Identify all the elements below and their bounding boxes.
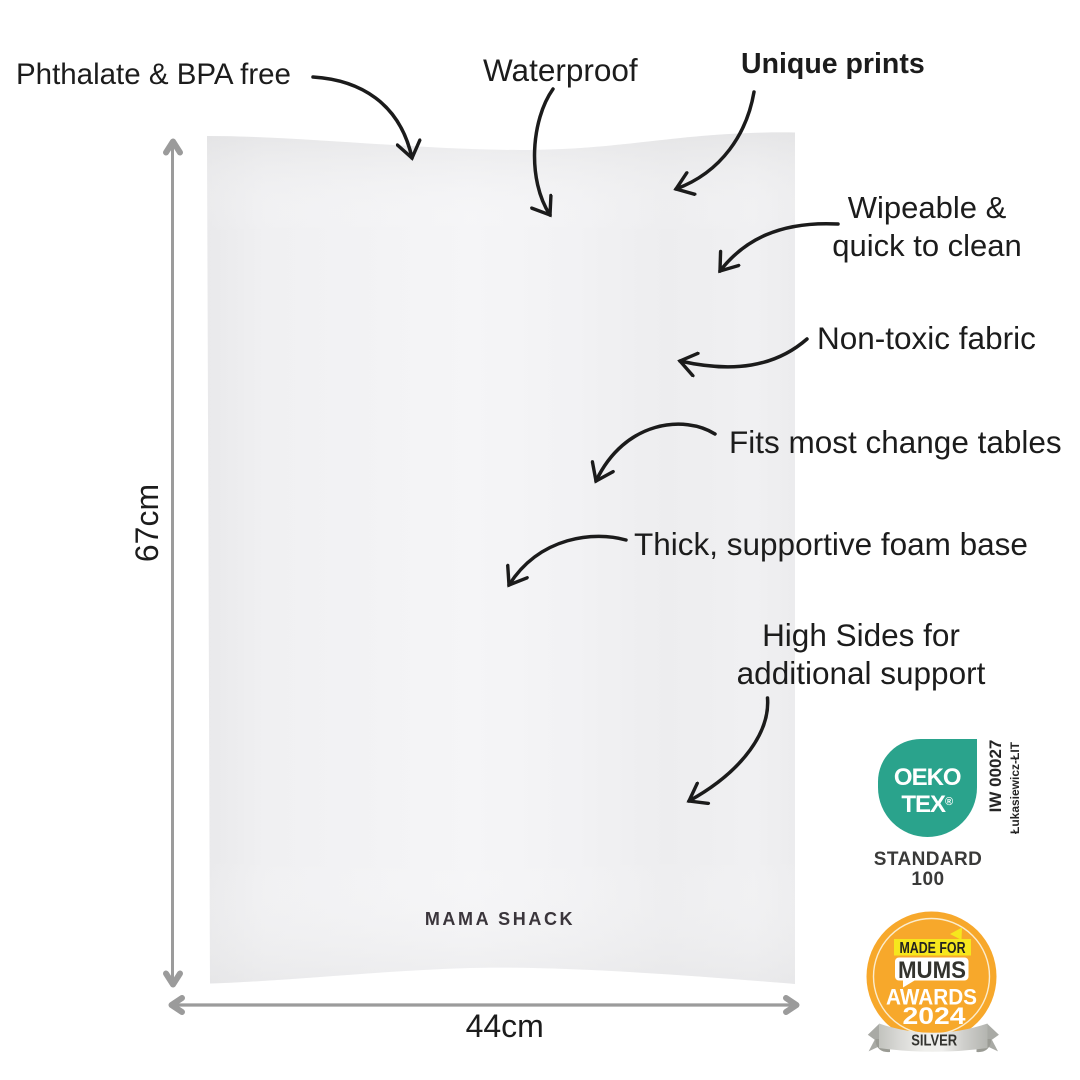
svg-text:MADE FOR: MADE FOR <box>900 940 966 957</box>
svg-text:2024: 2024 <box>903 1003 966 1030</box>
svg-text:MUMS: MUMS <box>898 957 966 984</box>
svg-text:SILVER: SILVER <box>911 1033 957 1050</box>
svg-text:AWARDS: AWARDS <box>886 985 977 1010</box>
